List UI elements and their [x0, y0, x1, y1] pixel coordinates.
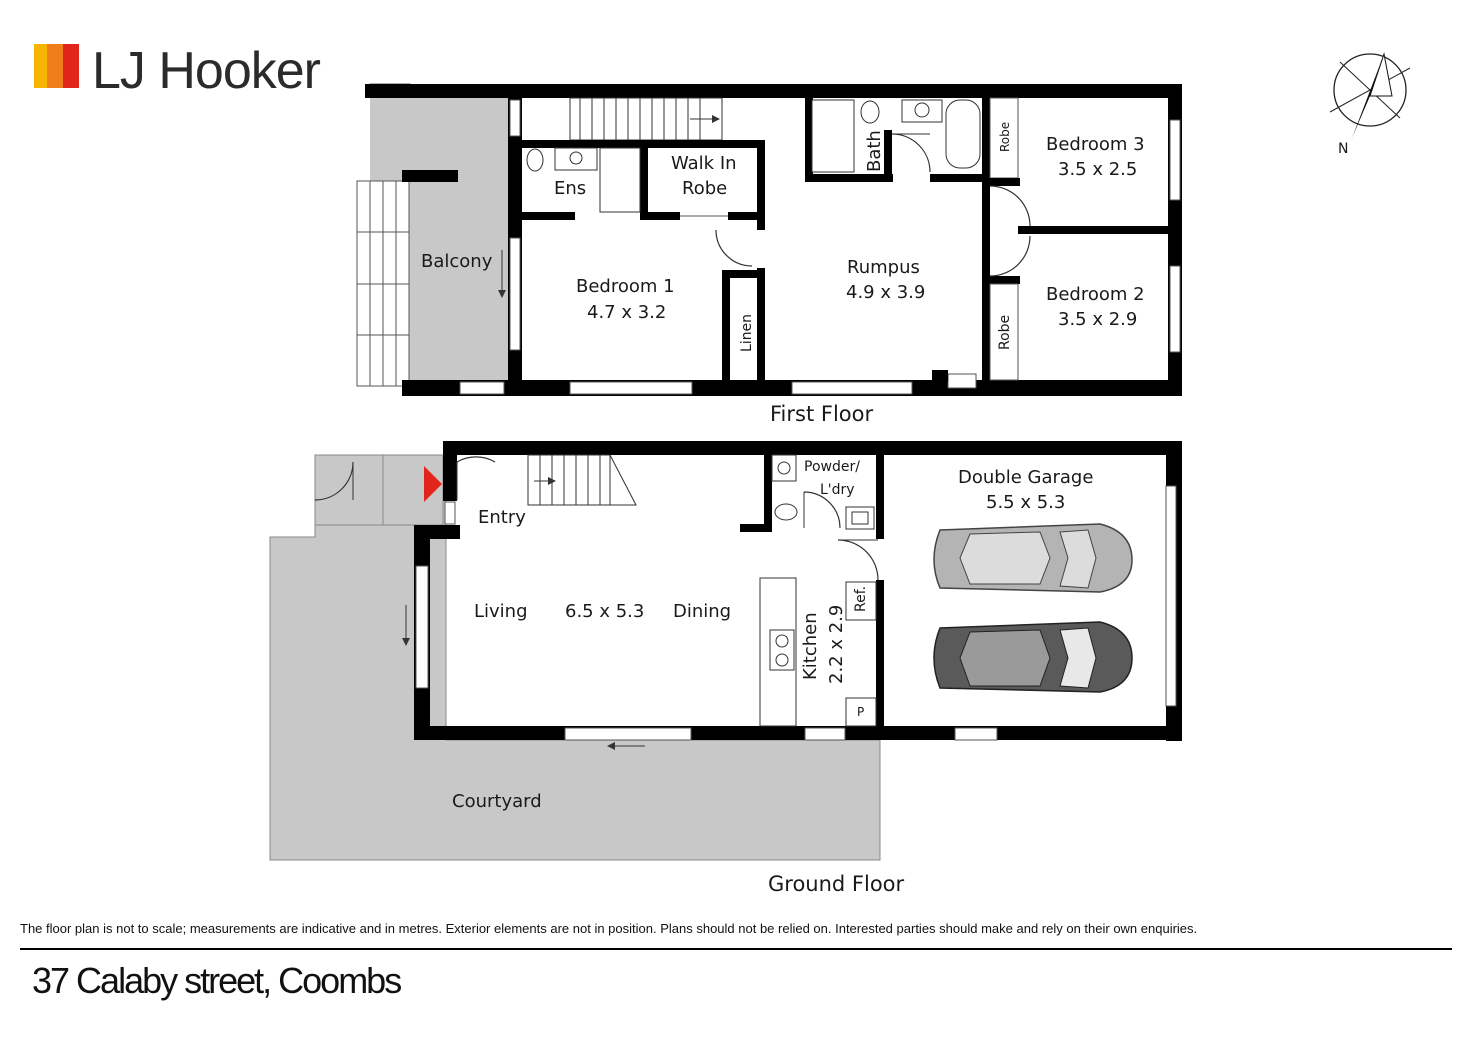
- label-bath: Bath: [864, 130, 885, 172]
- label-ensuite: Ens: [554, 178, 586, 199]
- label-linen: Linen: [739, 314, 755, 352]
- footer-divider: [20, 948, 1452, 950]
- label-powder: Powder/: [804, 459, 860, 475]
- label-robe-top: Robe: [998, 122, 1012, 152]
- label-rumpus: Rumpus: [847, 257, 920, 278]
- balcony-slats: [356, 180, 410, 387]
- car-dark-icon: [933, 621, 1133, 693]
- ground-floor-title: Ground Floor: [768, 872, 905, 896]
- label-balcony: Balcony: [421, 251, 493, 272]
- entry-arrow-icon: [424, 466, 442, 502]
- logo-wordmark: LJ Hooker: [92, 42, 321, 100]
- label-bedroom3: Bedroom 3: [1046, 134, 1145, 155]
- label-bedroom2: Bedroom 2: [1046, 284, 1145, 305]
- property-address: 37 Calaby street, Coombs: [32, 960, 402, 1001]
- lj-hooker-logo: LJ Hooker: [34, 42, 322, 100]
- label-kitchen-size: 2.2 x 2.9: [826, 605, 847, 684]
- label-dining: Dining: [673, 601, 731, 622]
- label-laundry: L'dry: [820, 482, 855, 498]
- disclaimer-text: The floor plan is not to scale; measurem…: [20, 921, 1198, 936]
- logo-bar-yellow: [34, 44, 47, 88]
- label-living: Living: [474, 601, 528, 622]
- label-bedroom3-size: 3.5 x 2.5: [1058, 159, 1137, 180]
- label-bedroom1-size: 4.7 x 3.2: [587, 302, 666, 323]
- label-living-size: 6.5 x 5.3: [565, 601, 644, 622]
- label-kitchen: Kitchen: [800, 612, 821, 680]
- label-entry: Entry: [478, 507, 526, 528]
- label-rumpus-size: 4.9 x 3.9: [846, 282, 925, 303]
- label-walk-in-robe-1: Walk In: [671, 153, 737, 174]
- label-ref: Ref.: [853, 586, 869, 612]
- car-light-icon: [933, 523, 1133, 593]
- label-bedroom1: Bedroom 1: [576, 276, 675, 297]
- label-robe-bottom: Robe: [997, 315, 1013, 350]
- ground-floor-plan: Powder/ L'dry Double Garage 5.5 x 5.3 En…: [269, 441, 1182, 896]
- compass-north-arrow: N: [1329, 52, 1411, 157]
- label-double-garage: Double Garage: [958, 467, 1093, 488]
- label-bedroom2-size: 3.5 x 2.9: [1058, 309, 1137, 330]
- compass-ring-icon: [1333, 53, 1407, 127]
- first-floor-title: First Floor: [770, 402, 873, 426]
- label-pantry: P: [857, 705, 864, 719]
- first-floor-stairs: [569, 97, 723, 141]
- label-double-garage-size: 5.5 x 5.3: [986, 492, 1065, 513]
- label-walk-in-robe-2: Robe: [682, 178, 727, 199]
- label-courtyard: Courtyard: [452, 791, 542, 812]
- first-floor-plan: Balcony Ens Walk In Robe Bath Robe Bedro…: [356, 83, 1182, 426]
- logo-bar-orange: [47, 44, 63, 88]
- ground-floor-stairs: [527, 454, 637, 506]
- north-needle-icon: [1352, 54, 1384, 138]
- compass-north-label: N: [1338, 141, 1348, 157]
- logo-bar-red: [63, 44, 79, 88]
